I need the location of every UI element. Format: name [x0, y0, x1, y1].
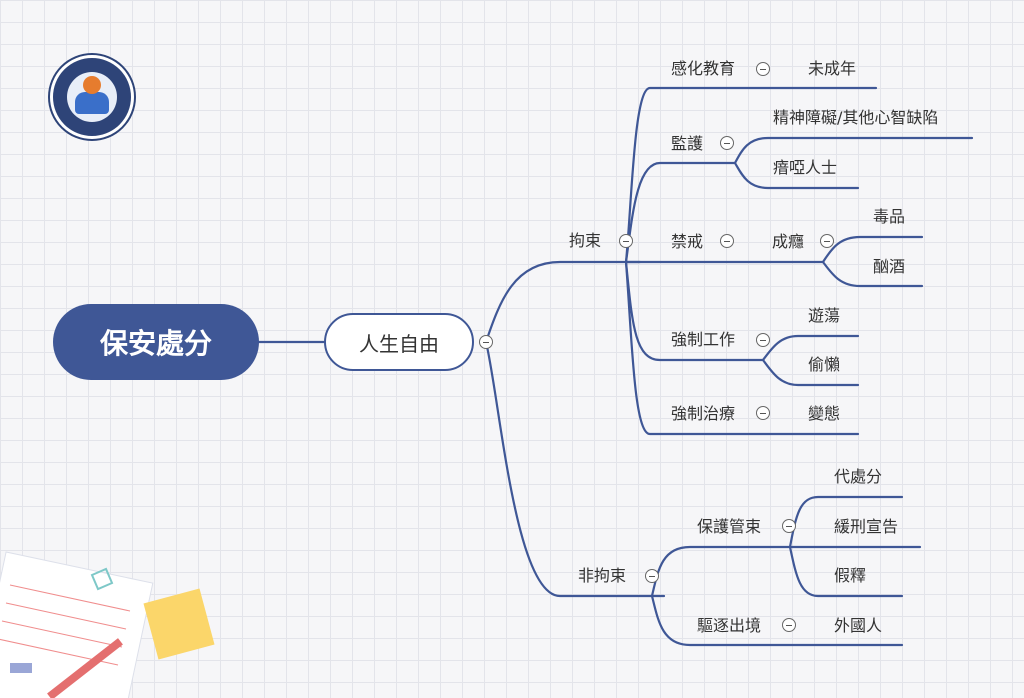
leaf-substitute[interactable]: 代處分	[834, 467, 883, 486]
collapse-minus-icon[interactable]	[756, 406, 770, 420]
node-protective[interactable]: 保護管束	[697, 517, 762, 536]
leaf-alcohol[interactable]: 酗酒	[873, 257, 906, 276]
node-non-restrict[interactable]: 非拘束	[578, 566, 627, 585]
collapse-minus-icon[interactable]	[479, 335, 493, 349]
connector-work-leaf2	[761, 358, 860, 387]
collapse-minus-icon[interactable]	[756, 333, 770, 347]
connector-protective-leaf3	[788, 545, 904, 598]
collapse-minus-icon[interactable]	[756, 62, 770, 76]
logo-figure-head	[83, 76, 101, 94]
node-abstain[interactable]: 禁戒	[671, 232, 704, 251]
leaf-foreigner[interactable]: 外國人	[834, 616, 883, 635]
connector-restrict	[484, 260, 642, 344]
collapse-minus-icon[interactable]	[820, 234, 834, 248]
leaf-drugs[interactable]: 毒品	[873, 207, 906, 226]
node-restrict[interactable]: 拘束	[569, 231, 602, 250]
connector-work-leaf1	[761, 334, 860, 362]
node-forced-treatment[interactable]: 強制治療	[671, 404, 736, 423]
logo-figure-body	[75, 92, 109, 114]
leaf-parole[interactable]: 假釋	[834, 566, 867, 585]
topic-node-personal-freedom[interactable]: 人生自由	[324, 313, 474, 371]
collapse-minus-icon[interactable]	[782, 618, 796, 632]
connector-custody-leaf2	[733, 161, 860, 190]
leaf-idleness[interactable]: 偷懶	[808, 355, 841, 374]
brain-god-logo-icon	[50, 55, 134, 139]
connector-protective	[650, 545, 792, 598]
topic-label: 人生自由	[359, 331, 439, 356]
connector-protective-leaf1	[788, 495, 904, 549]
node-forced-work[interactable]: 強制工作	[671, 330, 736, 349]
connector-forced-treatment	[624, 260, 860, 436]
connector-custody-leaf1	[733, 136, 974, 165]
stationery-decoration	[0, 551, 215, 698]
node-deportation[interactable]: 驅逐出境	[697, 616, 762, 635]
root-label: 保安處分	[99, 327, 212, 360]
connector-abstain-leaf2	[821, 260, 924, 288]
connector-deport	[650, 594, 904, 647]
leaf-vagrancy[interactable]: 遊蕩	[808, 306, 841, 325]
connector-nonrestrict	[484, 340, 666, 598]
leaf-mental-disorder[interactable]: 精神障礙/其他心智缺陷	[773, 108, 939, 127]
collapse-minus-icon[interactable]	[782, 519, 796, 533]
collapse-minus-icon[interactable]	[720, 136, 734, 150]
leaf-minor[interactable]: 未成年	[808, 59, 857, 78]
collapse-minus-icon[interactable]	[645, 569, 659, 583]
collapse-minus-icon[interactable]	[720, 234, 734, 248]
node-addiction[interactable]: 成癮	[772, 232, 805, 251]
connector-abstain-leaf1	[821, 235, 924, 264]
node-custody[interactable]: 監護	[671, 134, 704, 153]
leaf-perversion[interactable]: 變態	[808, 404, 841, 423]
leaf-probation[interactable]: 緩刑宣告	[834, 517, 899, 536]
root-node[interactable]: 保安處分	[53, 304, 259, 380]
collapse-minus-icon[interactable]	[619, 234, 633, 248]
node-education[interactable]: 感化教育	[671, 59, 736, 78]
leaf-deaf-mute[interactable]: 瘖啞人士	[773, 158, 838, 177]
